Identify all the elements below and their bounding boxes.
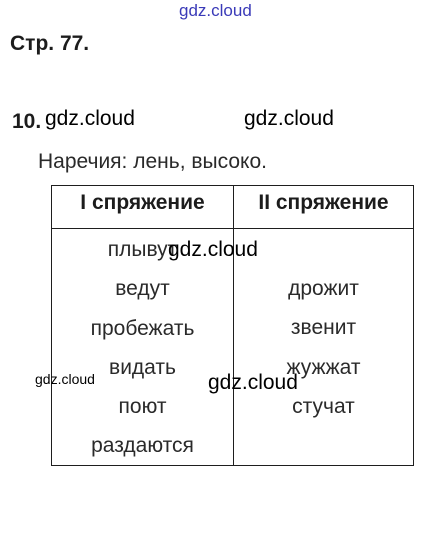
table-header-second-conjugation: II спряжение [258,191,389,214]
watermark-top: gdz.cloud [179,1,252,20]
table-cell: видать [109,355,176,379]
conjugation-table: I спряжение II спряжение плывут ведут пр… [51,185,414,466]
table-cell: дрожит [288,277,359,300]
first-conjugation-column: плывут ведут пробежать видать поют разда… [52,230,233,466]
table-cell: поют [118,395,167,419]
second-conjugation-column: дрожит звенит жужжат стучат [234,269,413,426]
task-number: 10. [12,110,42,133]
table-cell: плывут [107,238,178,261]
watermark-table-upper: gdz.cloud [168,238,258,261]
table-cell: пробежать [90,316,195,340]
table-column-divider [233,186,234,465]
table-header-first-conjugation: I спряжение [80,191,205,214]
table-header-divider [52,228,413,229]
table-cell: жужжат [286,355,361,379]
table-cell: стучат [292,394,355,418]
watermark-header-left: gdz.cloud [45,107,135,130]
watermark-header-right: gdz.cloud [244,107,334,130]
page-title: Стр. 77. [10,32,90,55]
watermark-side-small: gdz.cloud [35,371,95,387]
table-cell: ведут [115,277,170,301]
table-cell: звенит [290,316,357,340]
table-cell: раздаются [91,434,194,458]
task-intro: Наречия: лень, высоко. [38,150,267,173]
watermark-table-lower: gdz.cloud [208,371,298,394]
